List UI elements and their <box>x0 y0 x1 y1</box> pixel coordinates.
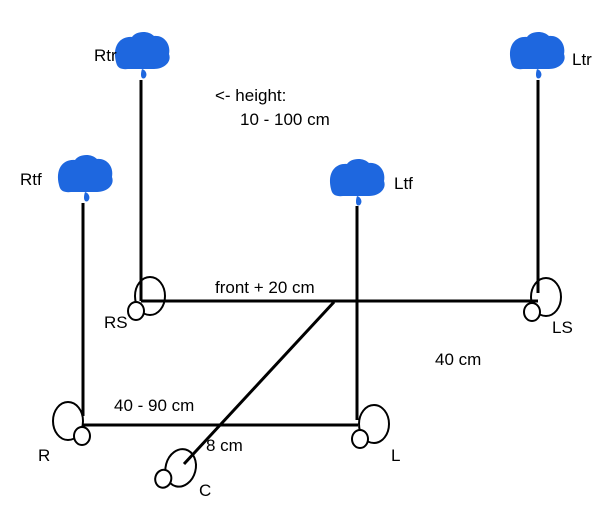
annotation-rear-distance: 40 cm <box>435 350 482 369</box>
label-ltf: Ltf <box>394 174 413 193</box>
speaker-icon-ltr <box>509 31 565 79</box>
speaker-icon-rtr <box>114 31 170 79</box>
annotation-front-width: 40 - 90 cm <box>114 396 195 415</box>
annotation-height-range: 10 - 100 cm <box>240 110 330 129</box>
label-ltr: Ltr <box>572 50 592 69</box>
ear-icon-rs <box>127 276 166 321</box>
label-c: C <box>199 481 212 500</box>
label-rs: RS <box>104 313 128 332</box>
annotation-height-pointer: <- height: <box>215 86 287 105</box>
ear-icon-c <box>152 442 202 496</box>
annotation-front-offset: front + 20 cm <box>215 278 315 297</box>
label-rtf: Rtf <box>20 170 42 189</box>
speaker-icon-rtf <box>57 154 113 202</box>
label-r: R <box>38 446 51 465</box>
speaker-icon-ltf <box>329 158 385 206</box>
label-ls: LS <box>552 318 573 337</box>
label-rtr: Rtr <box>94 46 117 65</box>
annotation-center-offset: 8 cm <box>206 436 243 455</box>
label-l: L <box>391 446 401 465</box>
line-center-diagonal <box>182 300 336 466</box>
